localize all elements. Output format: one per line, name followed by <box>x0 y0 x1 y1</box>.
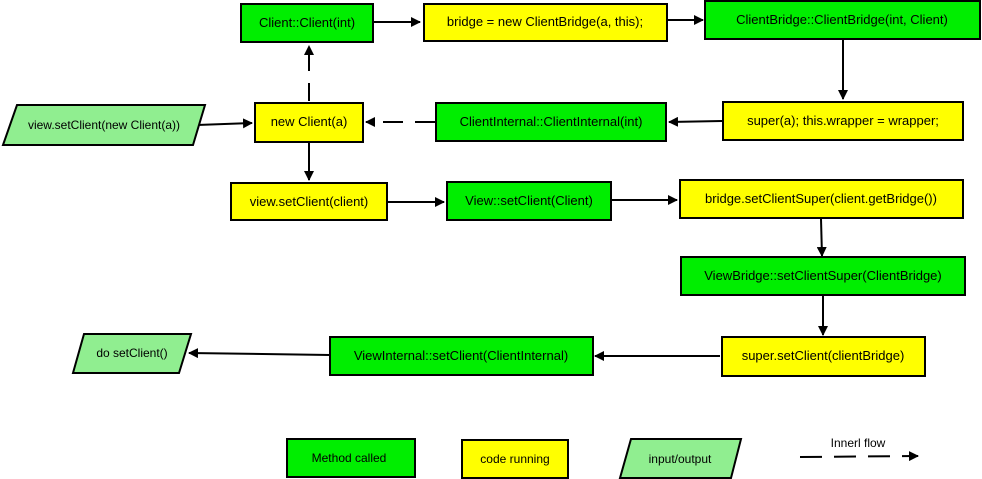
node-client-ctor-label: Client::Client(int) <box>259 15 355 30</box>
node-bridge-new: bridge = new ClientBridge(a, this); <box>423 3 668 42</box>
node-client-ctor: Client::Client(int) <box>240 3 374 43</box>
legend-input-output: input/output <box>618 438 743 479</box>
node-bridge-setsuper: bridge.setClientSuper(client.getBridge()… <box>679 179 964 219</box>
node-super-setclient: super.setClient(clientBridge) <box>721 336 926 377</box>
node-do-setclient: do setClient() <box>71 333 193 374</box>
arrow-bridgesetsuper-to-viewbridge <box>816 218 827 257</box>
node-clientinternal-ctor: ClientInternal::ClientInternal(int) <box>435 102 667 142</box>
node-view-method: View::setClient(Client) <box>446 181 612 221</box>
arrow-super-to-clientinternal <box>668 116 723 127</box>
arrow-viewinternal-to-output <box>188 348 331 359</box>
arrow-input-to-newclient <box>196 118 253 129</box>
legend-io-label: input/output <box>649 452 712 466</box>
node-view-method-label: View::setClient(Client) <box>465 193 593 208</box>
legend-inner-flow-arrow <box>799 451 919 462</box>
node-input-setclient-label: view.setClient(new Client(a)) <box>28 118 180 132</box>
node-viewinternal-setclient-label: ViewInternal::setClient(ClientInternal) <box>354 348 568 363</box>
connectors <box>188 15 919 462</box>
node-clientinternal-ctor-label: ClientInternal::ClientInternal(int) <box>460 114 643 129</box>
legend-method-called: Method called <box>286 438 416 478</box>
node-super-wrapper: super(a); this.wrapper = wrapper; <box>722 101 964 141</box>
legend-inner-flow-label: Innerl flow <box>831 436 886 450</box>
legend-code-running: code running <box>461 439 569 479</box>
node-new-client-label: new Client(a) <box>271 114 348 129</box>
node-viewbridge-setsuper: ViewBridge::setClientSuper(ClientBridge) <box>680 256 966 296</box>
node-super-setclient-label: super.setClient(clientBridge) <box>742 348 905 363</box>
node-view-setclient: view.setClient(client) <box>230 182 388 221</box>
node-bridge-setsuper-label: bridge.setClientSuper(client.getBridge()… <box>705 191 937 206</box>
node-super-wrapper-label: super(a); this.wrapper = wrapper; <box>747 113 939 128</box>
node-viewinternal-setclient: ViewInternal::setClient(ClientInternal) <box>329 336 594 376</box>
node-clientbridge-ctor: ClientBridge::ClientBridge(int, Client) <box>704 0 981 40</box>
node-view-setclient-label: view.setClient(client) <box>250 194 369 209</box>
node-new-client: new Client(a) <box>254 102 364 143</box>
node-viewbridge-setsuper-label: ViewBridge::setClientSuper(ClientBridge) <box>704 268 942 283</box>
legend-code-label: code running <box>480 452 549 466</box>
node-clientbridge-ctor-label: ClientBridge::ClientBridge(int, Client) <box>736 12 948 27</box>
legend-method-label: Method called <box>312 451 387 465</box>
legend: Method called code running input/output … <box>286 436 886 479</box>
node-do-setclient-label: do setClient() <box>96 346 167 360</box>
node-input-setclient: view.setClient(new Client(a)) <box>1 104 207 146</box>
node-bridge-new-label: bridge = new ClientBridge(a, this); <box>447 14 643 29</box>
